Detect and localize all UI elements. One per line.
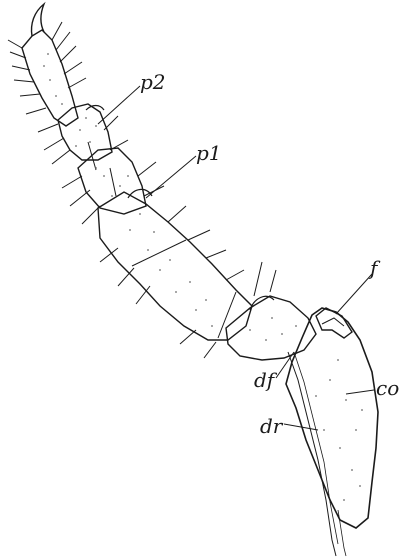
leader-p2 [98,86,140,124]
leader-co [346,390,374,394]
segment-p2 [58,104,112,160]
leader-lines [98,86,374,430]
flap-f-inner [322,318,344,326]
tendon-dr-end [338,510,346,556]
coxa-outline [286,308,378,528]
femur-joint-line [132,240,186,266]
label-f: f [370,258,377,278]
label-df: df [254,370,274,390]
label-dr: dr [260,416,282,436]
label-p1: p1 [196,143,222,163]
leader-f [336,274,372,314]
flap-f [316,308,352,338]
tendon-dr [294,352,338,544]
segment-p1 [78,148,146,214]
label-co: co [376,378,399,398]
leader-p1 [146,156,196,198]
label-p2: p2 [140,72,166,92]
trochanter-outline [226,296,316,360]
stipple-texture [43,53,363,501]
femur-outline [98,192,252,340]
joint-knob [250,296,274,310]
tarsus-outline [22,30,78,126]
claw [32,4,45,36]
